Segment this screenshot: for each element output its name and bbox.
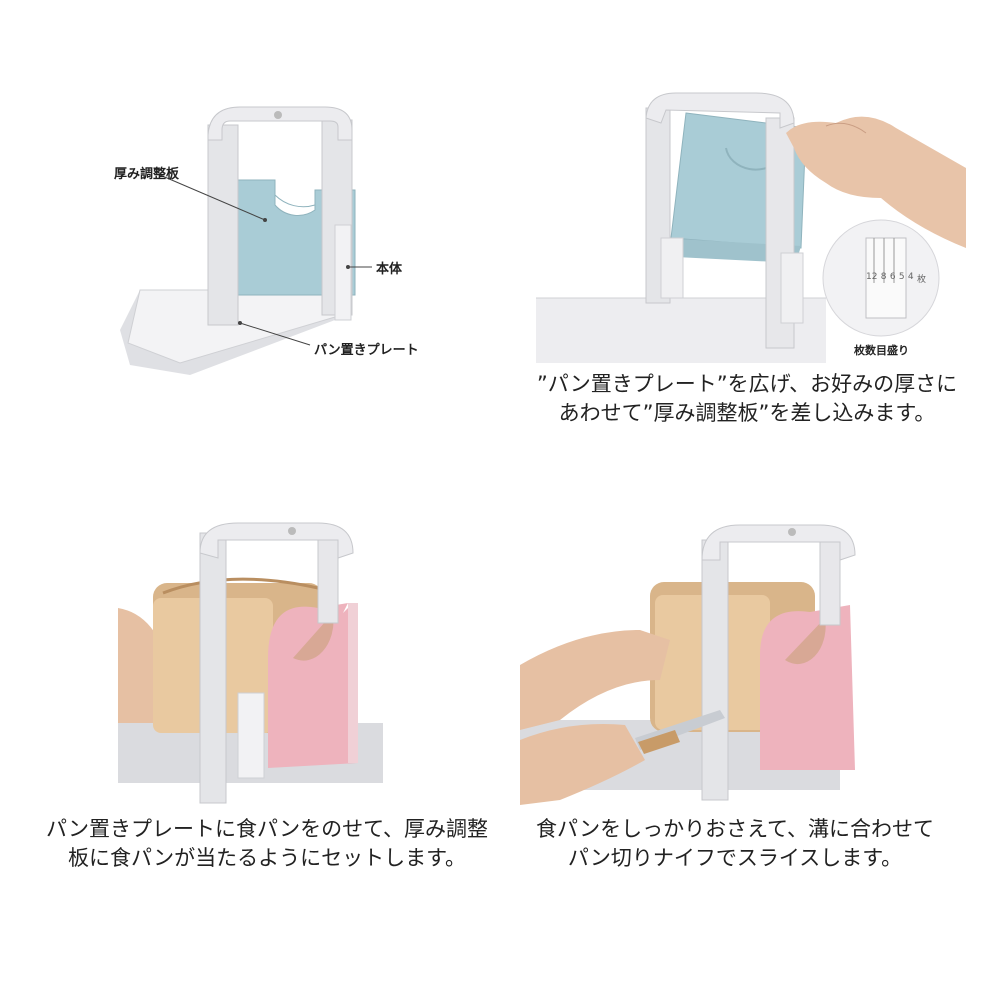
panel-set-bread — [118, 518, 484, 808]
caption-line: あわせて”厚み調整板”を差し込みます。 — [558, 401, 936, 425]
caption-line: 食パンをしっかりおさえて、溝に合わせて — [536, 817, 934, 841]
slice-bread-image — [520, 524, 856, 805]
label-thickness-board: 厚み調整板 — [114, 167, 180, 182]
caption-line: 板に食パンが当たるようにセットします。 — [68, 846, 466, 870]
caption-step-slice: 食パンをしっかりおさえて、溝に合わせて パン切りナイフでスライスします。 — [500, 815, 970, 873]
scale-number-4: 4 — [907, 272, 914, 282]
slicer-product-image — [120, 106, 372, 375]
scale-number-unit: 枚 — [916, 275, 926, 285]
label-bread-plate: パン置きプレート — [314, 343, 419, 358]
label-scale: 枚数目盛り — [854, 344, 909, 357]
panel-product-parts: 厚み調整板 本体 パン置きプレート — [100, 95, 480, 385]
scale-number-8: 8 — [880, 272, 887, 282]
label-body: 本体 — [376, 262, 403, 277]
caption-line: パン切りナイフでスライスします。 — [567, 846, 903, 870]
set-bread-image — [118, 522, 383, 804]
caption-step-insert: ”パン置きプレート”を広げ、お好みの厚さに あわせて”厚み調整板”を差し込みます… — [512, 370, 982, 428]
scale-number-5: 5 — [898, 272, 905, 282]
caption-step-set: パン置きプレートに食パンをのせて、厚み調整 板に食パンが当たるようにセットします… — [22, 815, 512, 873]
panel-insert-board: 12 8 6 5 4 枚 枚数目盛り — [536, 88, 966, 363]
scale-number-6: 6 — [889, 272, 896, 282]
caption-line: ”パン置きプレート”を広げ、お好みの厚さに — [536, 372, 958, 396]
caption-line: パン置きプレートに食パンをのせて、厚み調整 — [45, 817, 489, 841]
insert-board-image — [536, 92, 966, 363]
scale-numbers: 12 8 6 5 4 枚 — [866, 272, 926, 285]
scale-number-12: 12 — [866, 272, 878, 282]
panel-slice-bread — [520, 520, 860, 810]
